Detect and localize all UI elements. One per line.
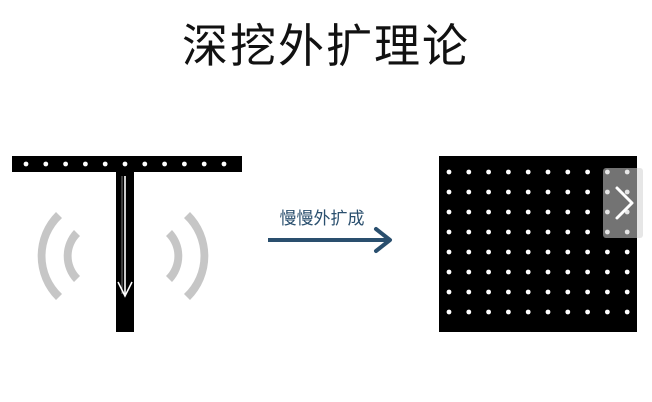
- expanded-square-dot: [545, 229, 551, 235]
- expanded-square-dot: [486, 209, 491, 215]
- expanded-square-dot: [466, 269, 472, 275]
- expanded-square-dot: [585, 169, 590, 175]
- expanded-square-dot: [446, 229, 452, 235]
- expanded-square-dot: [486, 289, 491, 295]
- expanded-square-dot: [525, 169, 531, 175]
- expanded-square-dot: [446, 209, 452, 215]
- expanded-square-dot: [486, 229, 491, 235]
- expanded-square-dot: [605, 249, 610, 255]
- expanded-square-dot: [506, 309, 511, 315]
- expanded-square-dot: [605, 289, 610, 295]
- expanded-square-dot: [585, 229, 590, 235]
- t-shape-dot: [142, 161, 148, 167]
- t-shape: [12, 156, 242, 332]
- expanded-square-dot: [545, 249, 551, 255]
- expanded-square-dot: [466, 289, 472, 295]
- expanded-square-dot: [565, 309, 571, 315]
- expanded-square-dot: [486, 269, 491, 275]
- expanded-square-dot: [446, 249, 452, 255]
- expanded-square-dot: [466, 309, 472, 315]
- arrow-label: 慢慢外扩成: [279, 209, 365, 229]
- expanded-square-dot: [585, 309, 590, 315]
- carousel-next-button[interactable]: [603, 168, 643, 238]
- expanded-square-dot: [506, 209, 511, 215]
- expanded-square-dot: [565, 229, 571, 235]
- t-shape-dot: [201, 161, 207, 167]
- expanded-square-dot: [466, 189, 472, 195]
- expanded-square-dot: [466, 229, 472, 235]
- t-shape-dot: [162, 161, 168, 167]
- t-shape-dot: [83, 161, 88, 167]
- expanded-square-dot: [466, 249, 472, 255]
- expanded-square-dot: [605, 269, 610, 275]
- expanded-square-dot: [545, 169, 551, 175]
- expanded-square-dot: [446, 269, 452, 275]
- left-wave-icon: [37, 212, 80, 300]
- t-shape-dot: [23, 161, 29, 167]
- expanded-square-dot: [486, 169, 491, 175]
- expanded-square-dot: [585, 249, 590, 255]
- expanded-square-dot: [565, 209, 571, 215]
- t-shape-dot: [43, 161, 49, 167]
- expanded-square-dot: [545, 209, 551, 215]
- expanded-square-dot: [486, 189, 491, 195]
- expanded-square-dot: [466, 209, 472, 215]
- expanded-square-dot: [624, 309, 630, 315]
- expanded-square-dot: [506, 169, 511, 175]
- expanded-square-dot: [565, 189, 571, 195]
- t-shape-dot: [102, 161, 108, 167]
- expand-arrow: [268, 227, 392, 253]
- expanded-square-dot: [446, 169, 452, 175]
- expanded-square-dot: [525, 289, 531, 295]
- expanded-square-dot: [525, 249, 531, 255]
- expanded-square-dot: [446, 309, 452, 315]
- expanded-square-dot: [486, 309, 491, 315]
- expanded-square-dot: [525, 309, 531, 315]
- expanded-square-dot: [525, 209, 531, 215]
- t-shape-dot: [221, 161, 227, 167]
- expanded-square-dot: [545, 189, 551, 195]
- page-title: 深挖外扩理论: [182, 19, 470, 73]
- expanded-square-dot: [486, 249, 491, 255]
- expanded-square-dot: [525, 269, 531, 275]
- expanded-square-dot: [624, 269, 630, 275]
- expanded-square-dot: [565, 289, 571, 295]
- t-shape-dot: [122, 161, 128, 167]
- expanded-square-dot: [446, 189, 452, 195]
- expanded-square-dot: [565, 249, 571, 255]
- expanded-square-dot: [585, 189, 590, 195]
- expanded-square-dot: [525, 229, 531, 235]
- chevron-right-icon: [615, 186, 634, 220]
- expanded-square-dot: [585, 289, 590, 295]
- expanded-square-dot: [545, 269, 551, 275]
- expanded-square-dot: [506, 289, 511, 295]
- expanded-square-dot: [585, 269, 590, 275]
- expanded-square-dots: [446, 169, 630, 315]
- expanded-square-dot: [624, 249, 630, 255]
- expanded-square-dot: [565, 169, 571, 175]
- expanded-square-dot: [605, 309, 610, 315]
- t-shape-dot: [182, 161, 187, 167]
- expanded-square-dot: [565, 269, 571, 275]
- expanded-square-dot: [585, 209, 590, 215]
- right-wave-icon: [166, 212, 209, 300]
- expanded-square-dot: [506, 249, 511, 255]
- expanded-square-dot: [525, 189, 531, 195]
- expanded-square-dot: [446, 289, 452, 295]
- expanded-square-dot: [506, 269, 511, 275]
- expanded-square-dot: [506, 229, 511, 235]
- expanded-square-dot: [545, 309, 551, 315]
- t-shape-dot: [63, 161, 68, 167]
- dig-down-arrow-head: [117, 281, 133, 298]
- t-shape-dots: [23, 161, 227, 167]
- expanded-square-dot: [545, 289, 551, 295]
- expanded-square-dot: [624, 289, 630, 295]
- expanded-square-dot: [506, 189, 511, 195]
- expanded-square-dot: [466, 169, 472, 175]
